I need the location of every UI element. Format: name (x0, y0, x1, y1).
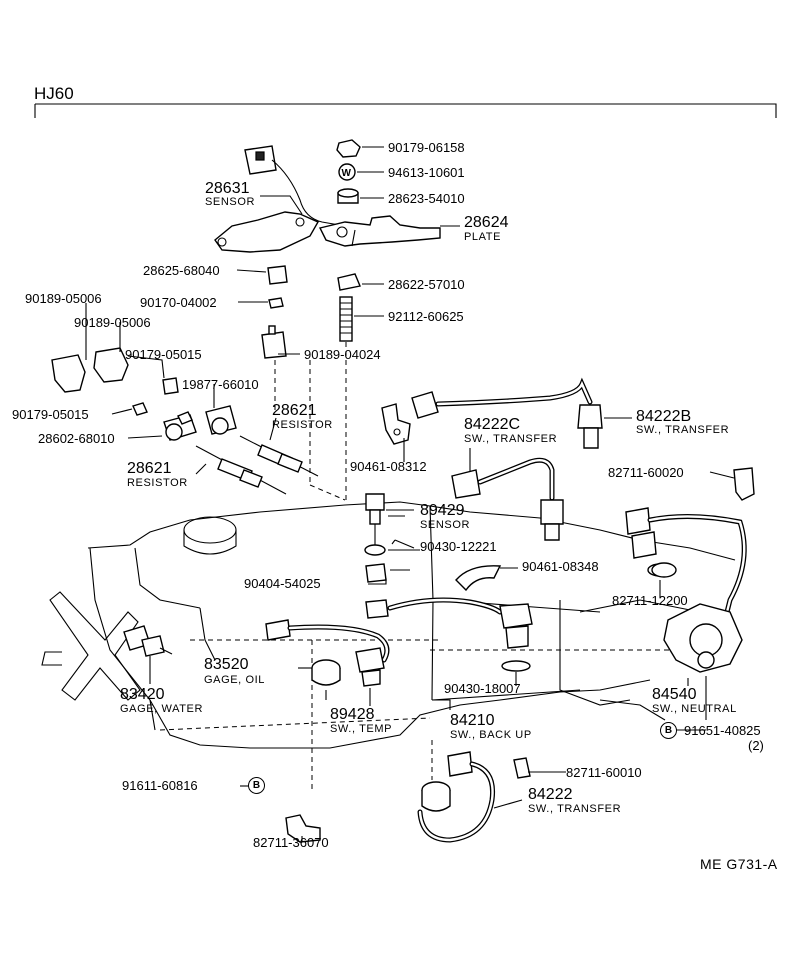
backup-switch-84210-art (365, 597, 533, 672)
part-94613-10601[interactable]: 94613-10601 (388, 165, 465, 180)
top-fasteners: W (336, 139, 361, 204)
part-89428-number[interactable]: 89428 (330, 706, 375, 723)
part-84540-number[interactable]: 84540 (652, 686, 697, 703)
part-28621-b-number[interactable]: 28621 (127, 460, 172, 477)
temp-switch-89428-art (265, 619, 390, 687)
part-84222-number[interactable]: 84222 (528, 786, 573, 803)
part-91611-60816[interactable]: 91611-60816 (122, 778, 198, 793)
model-code: HJ60 (34, 84, 74, 103)
part-90179-06158[interactable]: 90179-06158 (388, 140, 465, 155)
plate-28624-art (318, 215, 441, 247)
clip-90461-08312-art (381, 403, 411, 445)
part-28621-a-name: RESISTOR (272, 419, 333, 431)
part-84222-name: SW., TRANSFER (528, 803, 622, 815)
part-28623-54010[interactable]: 28623-54010 (388, 191, 465, 206)
part-28625-68040[interactable]: 28625-68040 (143, 263, 220, 278)
clip-90461-08348-art (455, 565, 502, 592)
part-90430-12221[interactable]: 90430-12221 (420, 539, 497, 554)
part-28631-name: SENSOR (205, 196, 256, 208)
part-28621-b-name: RESISTOR (127, 477, 188, 489)
clamp-82711-60010-art (513, 757, 531, 779)
part-90461-08348[interactable]: 90461-08348 (522, 559, 599, 574)
svg-text:W: W (342, 168, 352, 179)
header-rule (34, 103, 777, 118)
part-92112-60625[interactable]: 92112-60625 (388, 309, 464, 324)
part-82711-60020[interactable]: 82711-60020 (608, 465, 684, 480)
part-90179-05015-a[interactable]: 90179-05015 (125, 347, 202, 362)
part-28631-number[interactable]: 28631 (205, 180, 250, 197)
part-83420-number[interactable]: 83420 (120, 686, 165, 703)
part-28624-number[interactable]: 28624 (464, 214, 509, 231)
centre-stud-column (261, 265, 361, 501)
part-90189-05006-b[interactable]: 90189-05006 (74, 315, 151, 330)
engine-block-outline (87, 501, 736, 749)
clamp-82711-36070-art (285, 814, 321, 843)
resistor-a-art (239, 435, 319, 477)
part-84222C-name: SW., TRANSFER (464, 433, 558, 445)
part-82711-60010[interactable]: 82711-60010 (566, 765, 642, 780)
bolt-symbol-icon: B (660, 722, 677, 739)
bracket-82711-60020-art (733, 467, 755, 501)
part-82711-12200[interactable]: 82711-12200 (612, 593, 688, 608)
transfer-switch-84222C-art (451, 457, 564, 541)
part-89429-number[interactable]: 89429 (420, 502, 465, 519)
part-19877-66010[interactable]: 19877-66010 (182, 377, 259, 392)
part-90179-05015-b[interactable]: 90179-05015 (12, 407, 89, 422)
leader-lines (85, 146, 735, 842)
part-90170-04002[interactable]: 90170-04002 (140, 295, 217, 310)
transfer-switch-84222B-art (411, 377, 603, 449)
clamp-82711-12200-art (651, 562, 677, 578)
part-84222B-name: SW., TRANSFER (636, 424, 730, 436)
part-84222C-number[interactable]: 84222C (464, 416, 521, 433)
part-83520-number[interactable]: 83520 (204, 656, 249, 673)
part-28602-68010[interactable]: 28602-68010 (38, 431, 115, 446)
left-connectors (51, 347, 237, 441)
part-91651-40825[interactable]: 91651-40825 (684, 723, 761, 738)
part-84210-name: SW., BACK UP (450, 729, 532, 741)
fan-blade (41, 591, 141, 701)
part-82711-36070[interactable]: 82711-36070 (253, 835, 329, 850)
part-28622-57010[interactable]: 28622-57010 (388, 277, 465, 292)
sensor-89429-art (364, 493, 420, 583)
part-84222B-number[interactable]: 84222B (636, 408, 692, 425)
part-90430-18007[interactable]: 90430-18007 (444, 681, 521, 696)
resistor-b-art (195, 445, 287, 495)
part-28624-name: PLATE (464, 231, 502, 243)
bolt-symbol-icon: B (248, 777, 265, 794)
part-90189-04024[interactable]: 90189-04024 (304, 347, 381, 362)
part-90404-54025[interactable]: 90404-54025 (244, 576, 321, 591)
transfer-switch-84222-art (417, 740, 496, 843)
part-84210-number[interactable]: 84210 (450, 712, 495, 729)
neutral-switch-84540-art (625, 507, 747, 720)
part-83420-name: GAGE, WATER (120, 703, 203, 715)
part-90189-05006-a[interactable]: 90189-05006 (25, 291, 102, 306)
sensor-28631-art (214, 145, 346, 253)
figure-code: ME G731-A (700, 856, 778, 872)
part-83520-name: GAGE, OIL (204, 674, 266, 686)
part-84540-name: SW., NEUTRAL (652, 703, 737, 715)
part-91651-40825-qty: (2) (748, 738, 764, 753)
part-89429-name: SENSOR (420, 519, 471, 531)
part-89428-name: SW., TEMP (330, 723, 393, 735)
part-90461-08312[interactable]: 90461-08312 (350, 459, 427, 474)
water-gage-83420-art (123, 625, 173, 657)
part-28621-a-number[interactable]: 28621 (272, 402, 317, 419)
